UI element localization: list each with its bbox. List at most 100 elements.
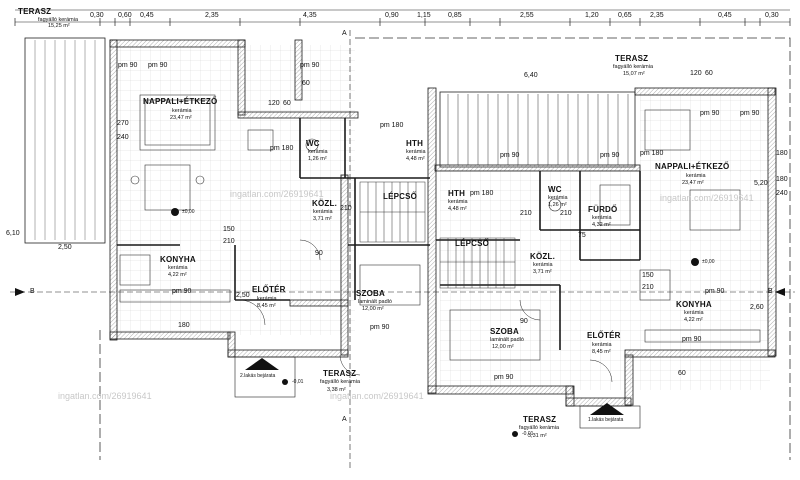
top-dim-11: 0,65 — [618, 12, 632, 19]
section-mark-a-bottom: A — [342, 416, 347, 423]
entrance-label-right: 1.lakás bejárata — [588, 417, 624, 423]
room-name-szoba-left: SZOBA — [356, 289, 385, 298]
room-area-hth-left: 4,48 m² — [406, 156, 425, 162]
room-name-terasz-right: TERASZ — [615, 54, 649, 63]
room-floor-konyha-left: kerámia — [168, 265, 188, 271]
interior-partitions — [117, 118, 641, 350]
room-floor-kozl-left: kerámia — [313, 209, 333, 215]
dim-60b: 60 — [705, 70, 713, 77]
room-area-wc-left: 1,26 m² — [308, 156, 327, 162]
room-name-nappali-left: NAPPALI+ÉTKEZŐ — [143, 97, 218, 106]
dim-250b: 2,50 — [236, 292, 250, 299]
dim-90a: 90 — [315, 250, 323, 257]
room-area-kozl-right: 3,71 m² — [533, 269, 552, 275]
dim-90b: 90 — [520, 318, 528, 325]
room-name-terasz-bottom-left: TERASZ — [323, 369, 357, 378]
room-area-terasz-left: 15,25 m² — [48, 23, 70, 29]
room-area-szoba-right: 12,00 m² — [492, 344, 514, 350]
room-floor-furdo-right: kerámia — [592, 215, 612, 221]
room-floor-konyha-right: kerámia — [684, 310, 704, 316]
dim-210d: 210 — [340, 205, 352, 212]
top-dim-8: 0,85 — [448, 12, 462, 19]
dim-150a: 150 — [223, 226, 235, 233]
room-floor-kozl-right: kerámia — [533, 262, 553, 268]
room-floor-nappali-left: kerámia — [172, 108, 192, 114]
dim-610: 6,10 — [6, 230, 20, 237]
dim-180b: 180 — [776, 176, 788, 183]
window-tag: pm 90 — [682, 336, 702, 343]
top-dim-1: 0,30 — [90, 12, 104, 19]
room-name-lepcso-right: LÉPCSŐ — [455, 239, 490, 248]
room-area-kozl-left: 3,71 m² — [313, 216, 332, 222]
top-dim-10: 1,20 — [585, 12, 599, 19]
stairs-left — [359, 181, 426, 243]
room-area-szoba-left: 12,00 m² — [362, 306, 384, 312]
top-dim-2: 0,60 — [118, 12, 132, 19]
room-name-nappali-right: NAPPALI+ÉTKEZŐ — [655, 162, 730, 171]
dim-210c: 210 — [520, 210, 532, 217]
room-area-terasz-bottom-right: 3,31 m² — [528, 433, 547, 439]
watermark: ingatlan.com/26919641 — [230, 189, 324, 199]
room-area-terasz-right: 15,07 m² — [623, 71, 645, 77]
dim-210a: 210 — [223, 238, 235, 245]
window-tag: pm 90 — [370, 324, 390, 331]
window-tag: pm 90 — [600, 152, 620, 159]
dim-210b: 210 — [642, 284, 654, 291]
dim-240b: 240 — [776, 190, 788, 197]
terrace-left-deck — [24, 37, 106, 244]
room-name-hth-right: HTH — [448, 189, 466, 198]
entrance-arrow-right — [590, 403, 624, 415]
room-name-kozl-right: KÖZL. — [530, 252, 555, 261]
right-unit-floor — [440, 92, 770, 390]
top-dim-6: 0,90 — [385, 12, 399, 19]
dim-180a: 180 — [776, 150, 788, 157]
section-arrow-b-right — [775, 288, 785, 296]
room-name-hth-left: HTH — [406, 139, 424, 148]
watermark: ingatlan.com/26919641 — [330, 391, 424, 401]
room-floor-terasz-bottom-right: fagyálló kerámia — [519, 425, 560, 431]
room-floor-nappali-right: kerámia — [686, 173, 706, 179]
room-area-eloter-right: 8,45 m² — [592, 349, 611, 355]
property-line — [99, 37, 791, 460]
room-name-eloter-right: ELŐTÉR — [587, 331, 621, 340]
room-floor-wc-left: kerámia — [308, 149, 328, 155]
top-dim-14: 0,30 — [765, 12, 779, 19]
dim-250: 2,50 — [58, 244, 72, 251]
left-unit-walls — [109, 39, 359, 358]
top-dimension-chain — [14, 9, 791, 26]
window-tag: pm 90 — [172, 288, 192, 295]
room-name-konyha-left: KONYHA — [160, 255, 196, 264]
room-name-wc-left: WC — [306, 139, 320, 148]
room-area-terasz-bottom-left: 3,38 m² — [327, 387, 346, 393]
dim-75: 75 — [578, 232, 586, 239]
window-tag: pm 90 — [500, 152, 520, 159]
window-tag: pm 90 — [300, 62, 320, 69]
stairs-right — [439, 237, 516, 289]
room-floor-terasz-bottom-left: fagyálló kerámia — [320, 379, 361, 385]
section-mark-b-left: B — [30, 288, 35, 295]
entrance-label-left: 2.lakás bejárata — [240, 373, 276, 379]
level-markers — [171, 208, 699, 437]
room-name-szoba-right: SZOBA — [490, 327, 519, 336]
dim-270: 270 — [117, 120, 129, 127]
room-floor-hth-right: kerámia — [448, 199, 468, 205]
dim-120b: 120 — [690, 70, 702, 77]
door-swings — [239, 239, 613, 383]
section-mark-a-top: A — [342, 30, 347, 37]
level-label: -0,01 — [292, 379, 304, 385]
dim-60d: 60 — [302, 80, 310, 87]
top-dim-9: 2,55 — [520, 12, 534, 19]
window-tag: pm 180 — [270, 145, 294, 152]
top-dim-5: 4,35 — [303, 12, 317, 19]
dim-60c: 60 — [678, 370, 686, 377]
room-name-konyha-right: KONYHA — [676, 300, 712, 309]
dim-60a: 60 — [283, 100, 291, 107]
top-dim-13: 0,45 — [718, 12, 732, 19]
room-area-konyha-left: 4,22 m² — [168, 272, 187, 278]
watermark: ingatlan.com/26919641 — [58, 391, 152, 401]
room-floor-szoba-right: laminált padló — [490, 337, 524, 343]
section-arrow-b-left — [15, 288, 25, 296]
room-area-hth-right: 4,48 m² — [448, 206, 467, 212]
dim-520: 5,20 — [754, 180, 768, 187]
